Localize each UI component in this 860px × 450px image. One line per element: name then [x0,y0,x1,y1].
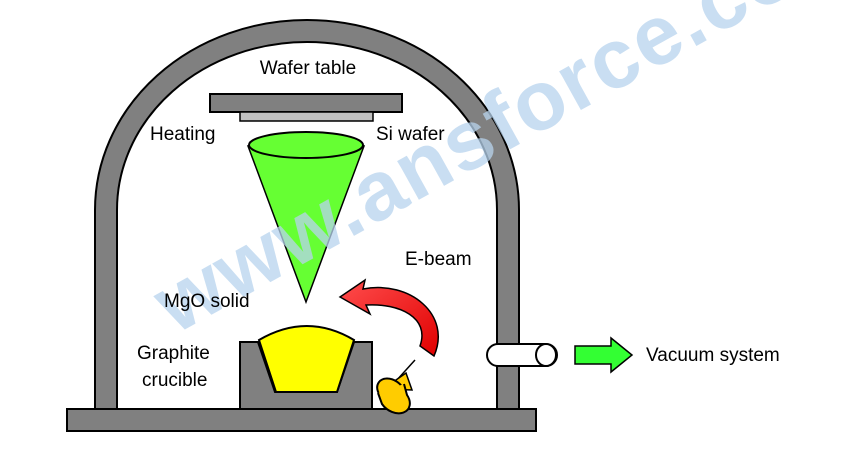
label-graphite-line2: crucible [142,370,207,391]
e-beam-arrow [338,278,439,358]
label-wafer-table: Wafer table [260,58,356,79]
label-mgo-solid: MgO solid [164,291,250,312]
electron-gun [376,359,416,415]
label-e-beam: E-beam [405,249,472,270]
label-vacuum-system: Vacuum system [646,345,780,366]
vacuum-arrow [574,336,634,374]
wafer-table [209,93,403,113]
si-wafer [239,111,374,122]
base-plate [66,408,537,432]
vacuum-pipe-end [535,343,557,367]
vacuum-chamber [94,19,520,411]
label-heating: Heating [150,124,216,145]
vapor-plume-top [248,131,364,159]
mgo-material [257,325,356,393]
label-si-wafer: Si wafer [376,124,445,145]
label-graphite-line1: Graphite [137,343,210,364]
